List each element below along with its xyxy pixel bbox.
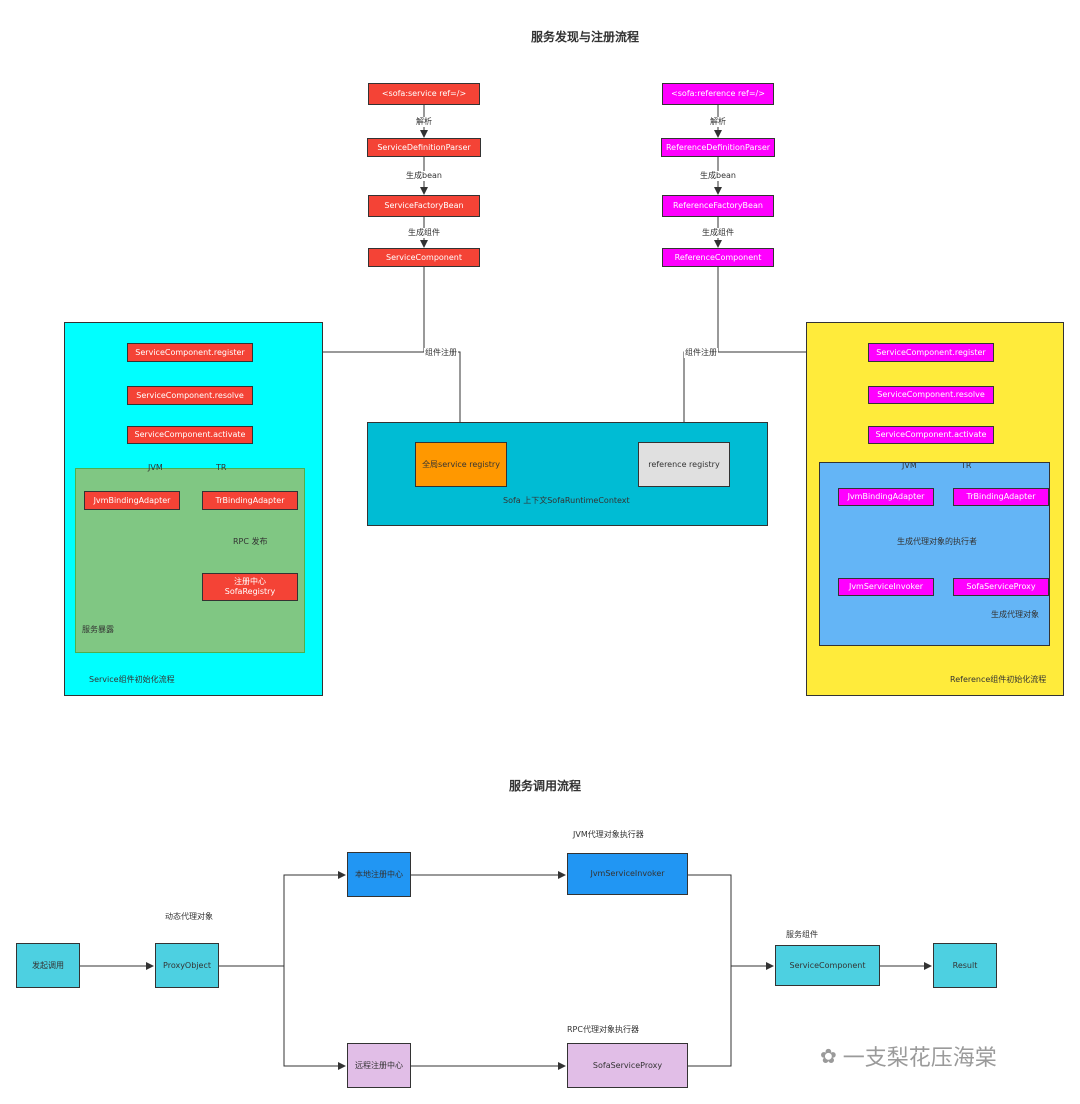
global-service-registry-node[interactable]: 全局service registry bbox=[415, 442, 507, 487]
service-parse-label: 解析 bbox=[415, 117, 433, 127]
service-component-node[interactable]: ServiceComponent bbox=[368, 248, 480, 267]
reference-parser-node[interactable]: ReferenceDefinitionParser bbox=[661, 138, 775, 157]
service-expose-caption: 服务暴露 bbox=[82, 625, 114, 634]
sofa-proxy-node[interactable]: SofaServiceProxy bbox=[567, 1043, 688, 1088]
service-parser-node[interactable]: ServiceDefinitionParser bbox=[367, 138, 481, 157]
service-register-label: 组件注册 bbox=[424, 348, 458, 358]
reference-factory-bean-node[interactable]: ReferenceFactoryBean bbox=[662, 195, 774, 217]
service-factory-bean-node[interactable]: ServiceFactoryBean bbox=[368, 195, 480, 217]
service-tr-adapter-node[interactable]: TrBindingAdapter bbox=[202, 491, 298, 510]
watermark: ✿ 一支梨花压海棠 bbox=[820, 1040, 997, 1072]
invocation-title: 服务调用流程 bbox=[509, 779, 582, 793]
reference-activate-node[interactable]: ServiceComponent.activate bbox=[868, 426, 994, 444]
reference-tr-adapter-node[interactable]: TrBindingAdapter bbox=[953, 488, 1049, 506]
reference-resolve-node[interactable]: ServiceComponent.resolve bbox=[868, 386, 994, 404]
reference-jvm-adapter-node[interactable]: JvmBindingAdapter bbox=[838, 488, 934, 506]
reference-gen-bean-label: 生成bean bbox=[699, 171, 737, 181]
edge-proxy-local bbox=[219, 871, 346, 967]
reference-tr-label: TR bbox=[961, 461, 972, 470]
reference-gen-component-label: 生成组件 bbox=[701, 228, 735, 238]
reference-sofa-proxy-node[interactable]: SofaServiceProxy bbox=[953, 578, 1049, 596]
discovery-title: 服务发现与注册流程 bbox=[531, 30, 640, 44]
wechat-icon: ✿ bbox=[820, 1044, 837, 1068]
service-gen-bean-label: 生成bean bbox=[405, 171, 443, 181]
jvm-invoker-node[interactable]: JvmServiceInvoker bbox=[567, 853, 688, 895]
service-rpc-publish-label: RPC 发布 bbox=[233, 537, 268, 547]
runtime-context-caption: Sofa 上下文SofaRuntimeContext bbox=[503, 496, 630, 505]
reference-registry-node[interactable]: reference registry bbox=[638, 442, 730, 487]
proxy-object-caption: 动态代理对象 bbox=[165, 912, 213, 921]
reference-register-label: 组件注册 bbox=[684, 348, 718, 358]
proxy-object-node[interactable]: ProxyObject bbox=[155, 943, 219, 988]
service-activate-node[interactable]: ServiceComponent.activate bbox=[127, 426, 253, 444]
reference-component-node[interactable]: ReferenceComponent bbox=[662, 248, 774, 267]
service-component-invoke-node[interactable]: ServiceComponent bbox=[775, 945, 880, 986]
service-register-node[interactable]: ServiceComponent.register bbox=[127, 343, 253, 362]
service-component-caption: 服务组件 bbox=[786, 930, 818, 939]
reference-register-node[interactable]: ServiceComponent.register bbox=[868, 343, 994, 362]
edge-jvm-invoker-service bbox=[688, 874, 774, 970]
service-panel-caption: Service组件初始化流程 bbox=[89, 675, 175, 684]
reference-jvm-invoker-node[interactable]: JvmServiceInvoker bbox=[838, 578, 934, 596]
service-jvm-adapter-node[interactable]: JvmBindingAdapter bbox=[84, 491, 180, 510]
reference-jvm-label: JVM bbox=[902, 461, 917, 470]
remote-registry-node[interactable]: 远程注册中心 bbox=[347, 1043, 411, 1088]
local-registry-node[interactable]: 本地注册中心 bbox=[347, 852, 411, 897]
watermark-text: 一支梨花压海棠 bbox=[842, 1046, 997, 1071]
result-node[interactable]: Result bbox=[933, 943, 997, 988]
reference-gen-proxy-executor-label: 生成代理对象的执行者 bbox=[897, 537, 977, 546]
reference-parse-label: 解析 bbox=[709, 117, 727, 127]
start-call-node[interactable]: 发起调用 bbox=[16, 943, 80, 988]
reference-gen-proxy-object-label: 生成代理对象 bbox=[991, 610, 1039, 619]
service-registry-node[interactable]: 注册中心 SofaRegistry bbox=[202, 573, 298, 601]
service-tr-label: TR bbox=[216, 463, 227, 472]
jvm-invoker-caption: JVM代理对象执行器 bbox=[573, 830, 644, 839]
service-tag-node[interactable]: <sofa:service ref=/> bbox=[368, 83, 480, 105]
reference-tag-node[interactable]: <sofa:reference ref=/> bbox=[662, 83, 774, 105]
edge-sofa-proxy-service bbox=[688, 966, 732, 1067]
service-gen-component-label: 生成组件 bbox=[407, 228, 441, 238]
service-jvm-label: JVM bbox=[148, 463, 163, 472]
sofa-proxy-caption: RPC代理对象执行器 bbox=[567, 1025, 639, 1034]
service-resolve-node[interactable]: ServiceComponent.resolve bbox=[127, 386, 253, 405]
reference-panel-caption: Reference组件初始化流程 bbox=[950, 675, 1047, 684]
edge-proxy-remote bbox=[283, 966, 346, 1070]
